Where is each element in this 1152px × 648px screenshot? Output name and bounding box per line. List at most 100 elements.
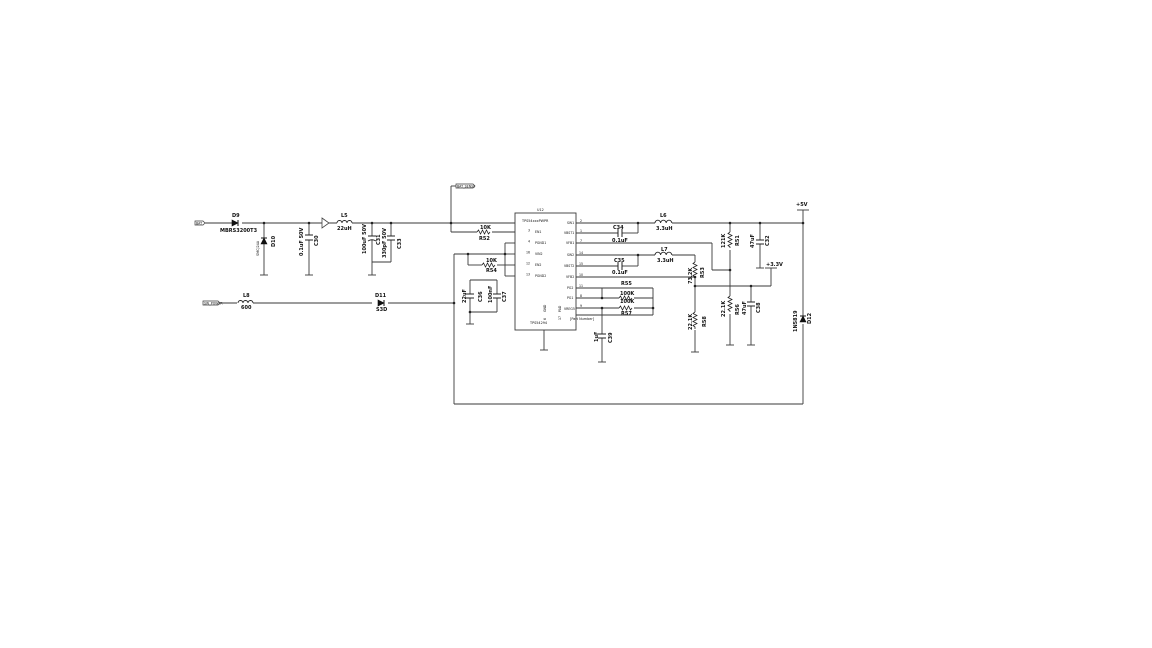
net-label-sw-power: SW_POWER — [202, 300, 223, 306]
svg-text:1uF: 1uF — [594, 332, 600, 342]
svg-text:6: 6 — [543, 318, 547, 320]
wires — [205, 185, 804, 405]
resistor-r54: 10K R54 — [481, 258, 498, 274]
diode-d9: D9 MBRS3200T3 — [220, 213, 258, 234]
svg-text:1: 1 — [580, 229, 582, 233]
svg-text:R56: R56 — [735, 304, 741, 315]
resistor-r53: 73.2K R53 — [688, 261, 706, 284]
ic-u12: U12 TPS54xxxPWPR TPS54294 [Part Number] … — [514, 208, 595, 331]
svg-text:22.1K: 22.1K — [721, 300, 727, 317]
svg-text:TPS54xxxPWPR: TPS54xxxPWPR — [521, 219, 549, 223]
net-label-bat-sense: BAT_SENSE — [455, 183, 476, 189]
svg-text:L6: L6 — [660, 213, 667, 219]
svg-text:D11: D11 — [375, 293, 387, 299]
svg-text:+5V: +5V — [796, 202, 808, 208]
capacitor-c35: C35 0.1uF — [612, 258, 628, 276]
svg-text:PAD: PAD — [558, 305, 562, 312]
svg-text:L7: L7 — [661, 247, 668, 253]
resistor-r55: R55 100K — [618, 281, 635, 301]
svg-text:15: 15 — [579, 262, 583, 266]
svg-text:10: 10 — [579, 273, 583, 277]
svg-text:EN2: EN2 — [535, 263, 541, 267]
power-port-plus5v: +5V — [796, 202, 809, 211]
resistor-r56: 22.1K R56 — [721, 295, 741, 317]
svg-text:SW2: SW2 — [567, 253, 574, 257]
svg-text:22uH: 22uH — [337, 226, 352, 232]
svg-text:3.3uH: 3.3uH — [657, 258, 674, 264]
svg-text:3.3uH: 3.3uH — [656, 226, 673, 232]
svg-text:100uF 50V: 100uF 50V — [362, 224, 368, 254]
inductor-l6: L6 3.3uH — [654, 213, 673, 232]
svg-text:C34: C34 — [613, 225, 624, 231]
capacitor-c38: 47uF C38 — [742, 301, 762, 315]
svg-text:12: 12 — [526, 262, 530, 266]
svg-text:100K: 100K — [620, 299, 635, 305]
svg-text:BAT_SENSE: BAT_SENSE — [457, 184, 475, 188]
svg-text:100nF: 100nF — [488, 286, 494, 303]
capacitor-c37: 100nF C37 — [488, 286, 508, 303]
power-port-plus3v3: +3.3V — [765, 262, 783, 269]
capacitor-c39: 1uF C39 — [594, 332, 614, 343]
svg-text:0.1uF: 0.1uF — [612, 238, 628, 244]
junctions — [262, 221, 805, 314]
svg-text:C33: C33 — [397, 238, 403, 249]
svg-text:73.2K: 73.2K — [688, 267, 694, 284]
capacitor-c34: C34 0.1uF — [612, 225, 628, 244]
diode-d10: D10 SMCJ24A — [256, 235, 277, 256]
svg-text:BAT: BAT — [196, 221, 202, 225]
svg-text:L5: L5 — [341, 213, 348, 219]
capacitor-c30: 0.1uF 50V C30 — [299, 227, 320, 256]
svg-text:EN1: EN1 — [535, 230, 541, 234]
svg-text:[Part Number]: [Part Number] — [570, 317, 595, 321]
svg-text:10K: 10K — [480, 225, 492, 231]
capacitor-c32: 47uF C32 — [750, 234, 771, 248]
svg-text:121K: 121K — [721, 233, 727, 248]
svg-text:D10: D10 — [271, 235, 277, 247]
capacitor-c33: 330pF 50V C33 — [382, 228, 403, 258]
svg-text:10K: 10K — [486, 258, 498, 264]
svg-text:R55: R55 — [621, 281, 632, 287]
arrow-icon — [321, 217, 330, 229]
svg-text:SW_POWER: SW_POWER — [204, 301, 223, 305]
svg-text:47uF: 47uF — [750, 234, 756, 248]
svg-text:16: 16 — [526, 251, 530, 255]
svg-text:14: 14 — [579, 251, 583, 255]
svg-text:MBRS3200T3: MBRS3200T3 — [220, 228, 258, 234]
svg-text:PGND2: PGND2 — [535, 274, 546, 278]
svg-text:VBST1: VBST1 — [564, 231, 574, 235]
diode-d12: 1N5819 D12 — [793, 310, 813, 332]
ground-icon — [260, 270, 268, 276]
svg-text:9: 9 — [580, 304, 582, 308]
svg-text:GND: GND — [543, 304, 547, 312]
svg-text:+3.3V: +3.3V — [766, 262, 783, 268]
svg-text:600: 600 — [241, 305, 252, 311]
svg-text:PG2: PG2 — [567, 286, 573, 290]
svg-text:100K: 100K — [620, 291, 635, 297]
svg-text:VFB2: VFB2 — [566, 275, 574, 279]
svg-text:PGND1: PGND1 — [535, 241, 546, 245]
svg-text:C37: C37 — [502, 291, 508, 302]
svg-text:D9: D9 — [232, 213, 240, 219]
svg-text:C30: C30 — [314, 235, 320, 246]
svg-text:4: 4 — [528, 240, 530, 244]
svg-text:13: 13 — [526, 273, 530, 277]
svg-text:7: 7 — [580, 239, 582, 243]
svg-text:330pF 50V: 330pF 50V — [382, 228, 388, 258]
svg-text:R58: R58 — [702, 316, 708, 327]
svg-text:0.1uF 50V: 0.1uF 50V — [299, 227, 305, 256]
svg-text:R53: R53 — [700, 267, 706, 278]
svg-text:C32: C32 — [765, 235, 771, 246]
svg-text:SMCJ24A: SMCJ24A — [256, 240, 260, 256]
svg-text:C35: C35 — [614, 258, 625, 264]
resistor-r57: 100K R57 — [618, 299, 635, 317]
svg-text:PG1: PG1 — [567, 296, 573, 300]
svg-text:C39: C39 — [608, 332, 614, 343]
diode-d11: D11 S3D — [375, 293, 387, 313]
svg-text:R52: R52 — [479, 236, 490, 242]
svg-text:VFB1: VFB1 — [566, 241, 574, 245]
svg-text:R54: R54 — [486, 268, 497, 274]
svg-text:C38: C38 — [756, 302, 762, 313]
svg-text:1N5819: 1N5819 — [793, 310, 799, 332]
svg-text:VBST2: VBST2 — [564, 264, 574, 268]
